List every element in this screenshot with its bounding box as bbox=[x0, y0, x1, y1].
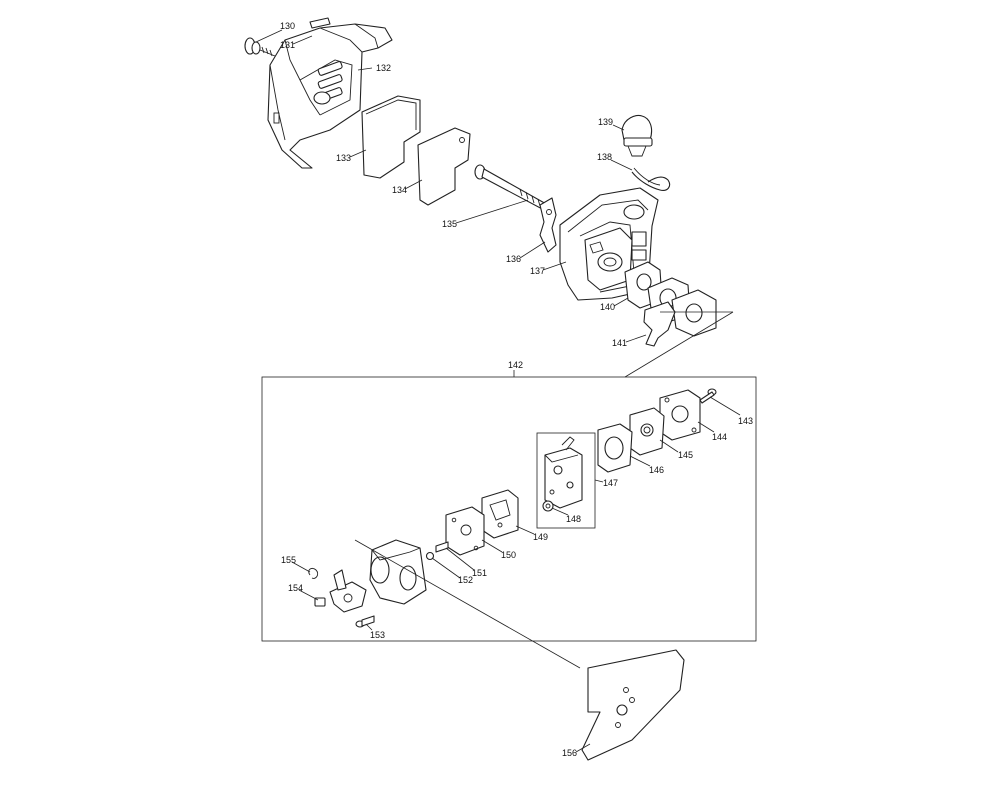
washer-152[interactable] bbox=[425, 551, 435, 561]
gasket-outer[interactable] bbox=[671, 289, 717, 337]
label-142: 142 bbox=[508, 360, 523, 370]
label-140: 140 bbox=[600, 302, 615, 312]
label-133: 133 bbox=[336, 153, 351, 163]
pump-cover[interactable] bbox=[659, 389, 701, 441]
label-150: 150 bbox=[501, 550, 516, 560]
filter-plate[interactable] bbox=[417, 127, 471, 206]
bracket[interactable] bbox=[539, 197, 557, 253]
throttle-body[interactable] bbox=[369, 539, 427, 605]
label-154: 154 bbox=[288, 583, 303, 593]
carburetor-body[interactable] bbox=[544, 436, 583, 509]
label-134: 134 bbox=[392, 185, 407, 195]
label-144: 144 bbox=[712, 432, 727, 442]
screw-143[interactable] bbox=[699, 388, 717, 404]
fuel-tube[interactable] bbox=[631, 167, 671, 191]
label-145: 145 bbox=[678, 450, 693, 460]
label-131: 131 bbox=[280, 40, 295, 50]
bracket-plate[interactable] bbox=[643, 301, 676, 347]
label-130: 130 bbox=[280, 21, 295, 31]
screw-153[interactable] bbox=[355, 615, 375, 628]
metering-gasket[interactable] bbox=[481, 489, 519, 539]
insulator-gasket[interactable] bbox=[581, 649, 685, 761]
label-151: 151 bbox=[472, 568, 487, 578]
label-136: 136 bbox=[506, 254, 521, 264]
throttle-lever[interactable] bbox=[329, 569, 367, 613]
metering-diaphragm[interactable] bbox=[445, 506, 485, 556]
nut-148[interactable] bbox=[542, 500, 554, 512]
label-147: 147 bbox=[603, 478, 618, 488]
carburetor-body-box bbox=[536, 432, 596, 529]
air-cleaner-cover[interactable] bbox=[267, 17, 393, 169]
label-135: 135 bbox=[442, 219, 457, 229]
leader-lines bbox=[255, 29, 741, 753]
part-labels: 130 131 132 133 134 135 136 137 138 139 … bbox=[280, 21, 753, 758]
pump-diaphragm[interactable] bbox=[629, 407, 665, 456]
long-bolt[interactable] bbox=[474, 164, 549, 212]
label-141: 141 bbox=[612, 338, 627, 348]
carburetor-assembly-frame bbox=[261, 376, 757, 642]
label-132: 132 bbox=[376, 63, 391, 73]
pump-gasket[interactable] bbox=[597, 423, 633, 473]
label-138: 138 bbox=[597, 152, 612, 162]
label-143: 143 bbox=[738, 416, 753, 426]
primer-bulb[interactable] bbox=[621, 114, 653, 157]
filter-element[interactable] bbox=[361, 95, 421, 179]
label-137: 137 bbox=[530, 266, 545, 276]
label-139: 139 bbox=[598, 117, 613, 127]
label-152: 152 bbox=[458, 575, 473, 585]
label-155: 155 bbox=[281, 555, 296, 565]
inlet-needle[interactable] bbox=[435, 541, 449, 553]
label-153: 153 bbox=[370, 630, 385, 640]
knob-screw[interactable] bbox=[244, 37, 276, 57]
label-146: 146 bbox=[649, 465, 664, 475]
label-149: 149 bbox=[533, 532, 548, 542]
clip-155[interactable] bbox=[308, 567, 319, 579]
label-156: 156 bbox=[562, 748, 577, 758]
label-148: 148 bbox=[566, 514, 581, 524]
